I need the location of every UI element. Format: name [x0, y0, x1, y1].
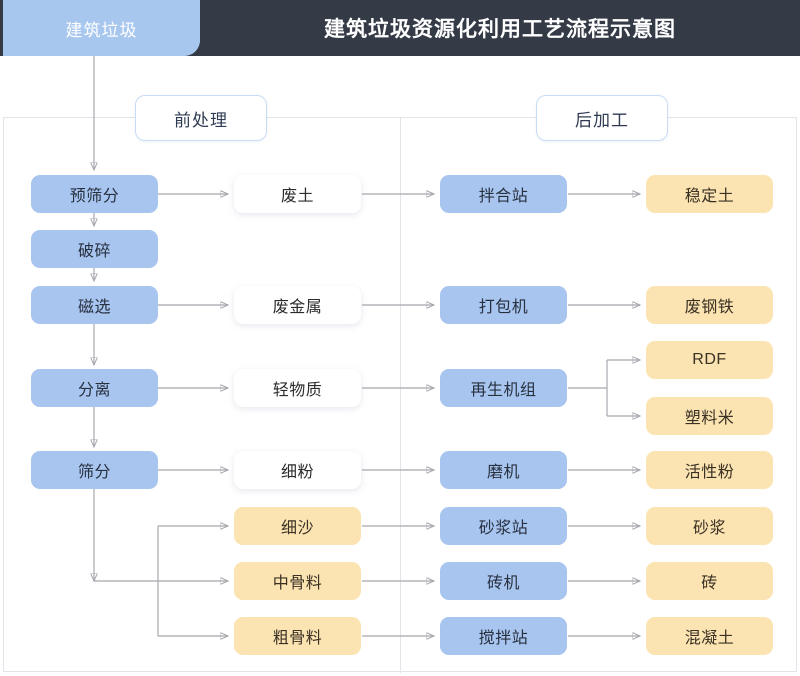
source-tab-label: 建筑垃圾: [65, 20, 138, 40]
node-waste-metal[interactable]: 废金属: [234, 286, 361, 324]
node-brick[interactable]: 砖: [646, 562, 773, 600]
node-crush[interactable]: 破碎: [31, 230, 158, 268]
node-light-matter[interactable]: 轻物质: [234, 369, 361, 407]
node-fine-powder[interactable]: 细粉: [234, 451, 361, 489]
section-badge-pre: 前处理: [135, 95, 267, 141]
node-active-powder[interactable]: 活性粉: [646, 451, 773, 489]
node-magnetic[interactable]: 磁选: [31, 286, 158, 324]
node-separate[interactable]: 分离: [31, 369, 158, 407]
node-plastic-pellet[interactable]: 塑料米: [646, 397, 773, 435]
section-badge-post-label: 后加工: [575, 110, 629, 130]
page-title: 建筑垃圾资源化利用工艺流程示意图: [324, 18, 676, 41]
section-badge-pre-label: 前处理: [174, 110, 228, 130]
node-batch-plant[interactable]: 搅拌站: [440, 617, 567, 655]
node-screen[interactable]: 筛分: [31, 451, 158, 489]
node-brick-machine[interactable]: 砖机: [440, 562, 567, 600]
node-mortar-plant[interactable]: 砂浆站: [440, 507, 567, 545]
node-fine-sand[interactable]: 细沙: [234, 507, 361, 545]
node-mixing-plant[interactable]: 拌合站: [440, 175, 567, 213]
node-stabilized-soil[interactable]: 稳定土: [646, 175, 773, 213]
node-waste-soil[interactable]: 废土: [234, 175, 361, 213]
node-regen-unit[interactable]: 再生机组: [440, 369, 567, 407]
node-coarse-agg[interactable]: 粗骨料: [234, 617, 361, 655]
node-scrap-steel[interactable]: 废钢铁: [646, 286, 773, 324]
section-divider: [400, 117, 401, 673]
source-tab: 建筑垃圾: [3, 0, 200, 56]
section-badge-post: 后加工: [536, 95, 668, 141]
node-mortar[interactable]: 砂浆: [646, 507, 773, 545]
node-mid-agg[interactable]: 中骨料: [234, 562, 361, 600]
node-baler[interactable]: 打包机: [440, 286, 567, 324]
node-mill[interactable]: 磨机: [440, 451, 567, 489]
node-concrete[interactable]: 混凝土: [646, 617, 773, 655]
node-rdf[interactable]: RDF: [646, 341, 773, 379]
node-pre-screen[interactable]: 预筛分: [31, 175, 158, 213]
